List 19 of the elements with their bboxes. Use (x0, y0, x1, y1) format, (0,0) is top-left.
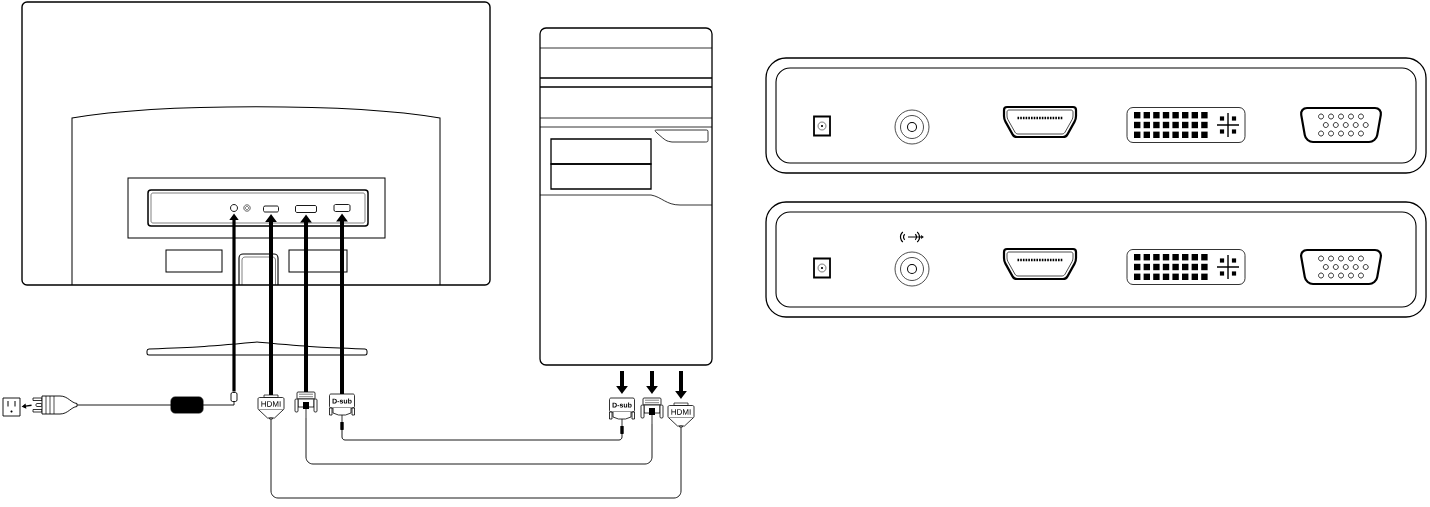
dvi-connector (640, 397, 664, 425)
cable (305, 417, 653, 465)
power-cable (76, 404, 172, 406)
power-adapter (170, 396, 204, 414)
dc-plug (230, 392, 238, 402)
dvi-connector (294, 391, 318, 419)
monitor (21, 1, 491, 356)
cable (341, 429, 623, 441)
cable (270, 418, 682, 499)
dc-port (230, 204, 238, 212)
power-plug (32, 395, 78, 415)
hdmi-port (263, 205, 279, 213)
wall-outlet (2, 397, 21, 417)
dvi-port (295, 205, 317, 213)
computer-tower (539, 27, 713, 366)
hdmi-connector: HDMI (667, 402, 695, 428)
vga-port (333, 204, 351, 212)
hdmi-connector: HDMI (257, 394, 285, 420)
power-cable (202, 401, 235, 406)
